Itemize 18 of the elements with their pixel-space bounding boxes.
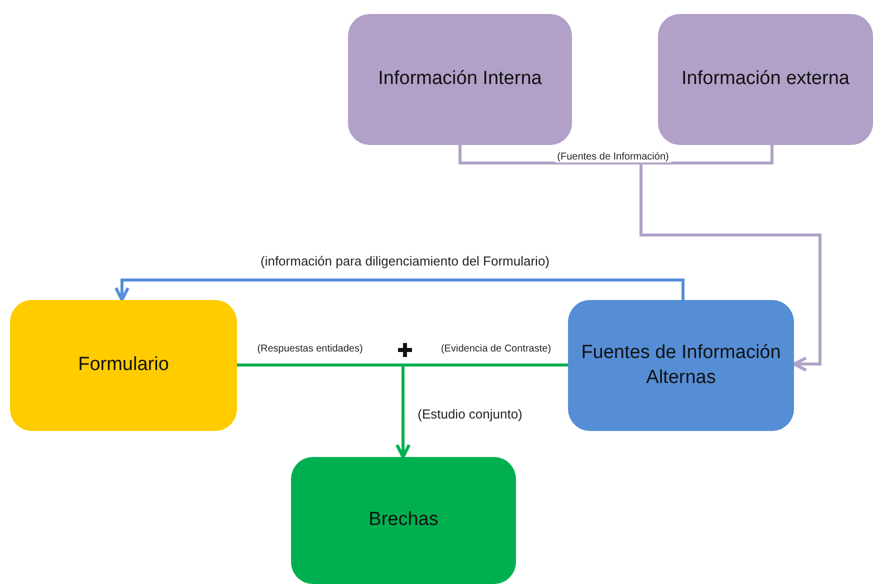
edge-label: (Respuestas entidades) bbox=[255, 344, 365, 354]
edge-label: (información para diligenciamiento del Formulario) bbox=[258, 254, 552, 268]
flow-label: (Estudio conjunto) bbox=[416, 406, 524, 422]
connector-arrow bbox=[640, 145, 822, 372]
connector-arrow bbox=[396, 363, 568, 458]
connector-arrow bbox=[114, 278, 685, 302]
rounded-box bbox=[291, 457, 516, 584]
rounded-box bbox=[348, 14, 572, 145]
node-label: Brechas bbox=[368, 508, 438, 532]
node-label: Información Interna bbox=[378, 67, 542, 92]
node-label: Formulario bbox=[78, 353, 169, 378]
rounded-box bbox=[10, 300, 237, 431]
rounded-box bbox=[658, 14, 873, 145]
node-label: Información externa bbox=[682, 67, 850, 92]
rounded-box bbox=[568, 300, 794, 431]
edge-label: (Fuentes de Información) bbox=[555, 152, 671, 162]
node-label: Fuentes de Información Alternas bbox=[580, 340, 782, 390]
edge-label: (Evidencia de Contraste) bbox=[438, 344, 554, 354]
